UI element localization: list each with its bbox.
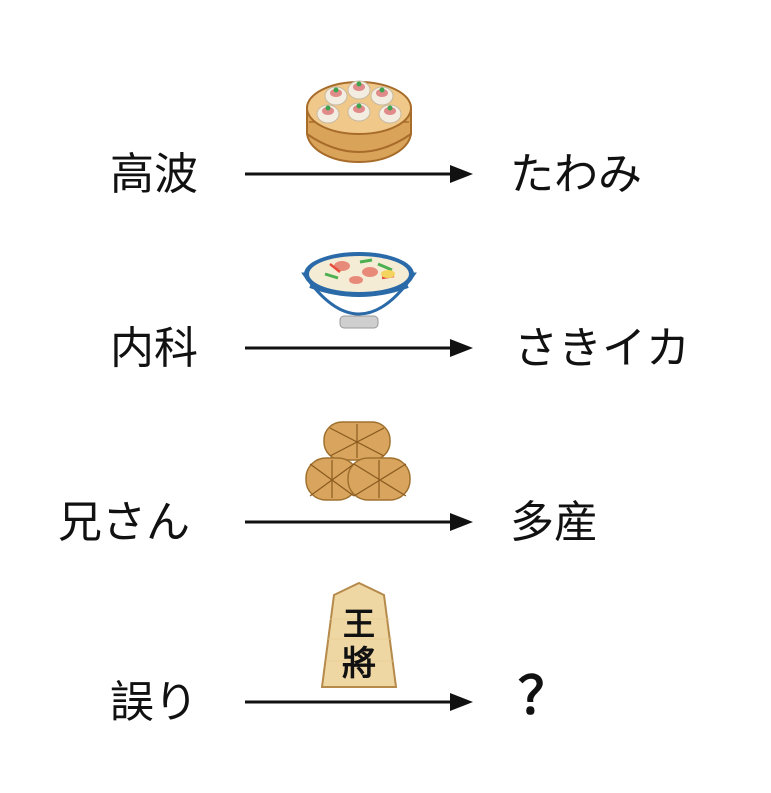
target-word: たわみ — [510, 149, 642, 200]
source-word: 兄さん — [58, 497, 190, 548]
source-word: 誤り — [110, 677, 198, 728]
svg-text:王: 王 — [343, 605, 375, 643]
shumai-steamer-icon — [306, 80, 412, 163]
puzzle-row-4: 誤り 王 將 ？ — [0, 581, 771, 758]
arrow-icon — [245, 693, 473, 711]
source-word: 高波 — [110, 149, 198, 200]
arrow-icon — [245, 513, 473, 531]
arrow-icon — [245, 165, 473, 183]
shogi-king-piece-icon: 王 將 — [320, 581, 398, 688]
target-word: さきイカ — [514, 323, 690, 374]
unknown-answer: ？ — [518, 667, 571, 727]
arrow-icon — [245, 339, 473, 357]
straw-wrapped-natto-icon — [305, 421, 411, 501]
puzzle-row-3: 兄さん 多産 — [0, 421, 771, 578]
svg-text:將: 將 — [342, 644, 376, 684]
chanpon-noodle-bowl-icon — [301, 252, 417, 329]
puzzle-row-2: 内科 さきイカ — [0, 252, 771, 404]
target-word: 多産 — [510, 497, 598, 548]
puzzle-row-1: 高波 — [0, 80, 771, 230]
source-word: 内科 — [110, 323, 198, 374]
